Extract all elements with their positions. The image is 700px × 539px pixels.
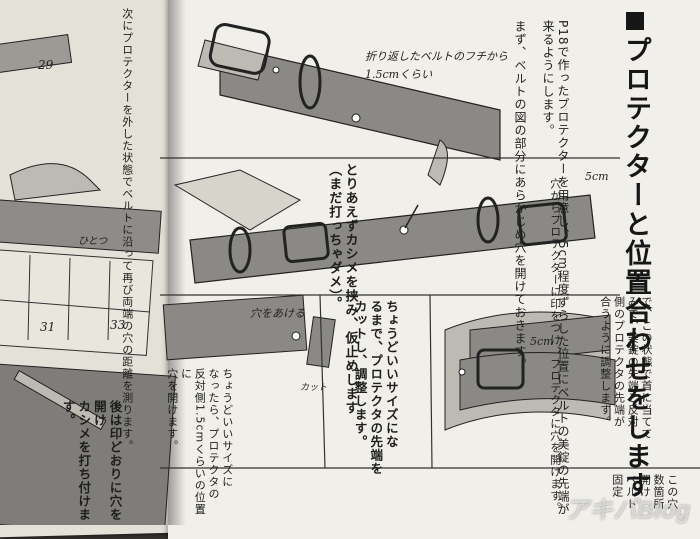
belt-stamp-label: ひとつ [78, 236, 108, 247]
ruler-number: 29 [38, 58, 54, 72]
five-cm-annotation-top: 5cm [585, 170, 609, 183]
step-text-4: 穴からプロテクターに印をつけ、プロテクタに穴を開けます。 [548, 178, 562, 514]
panel-divider [429, 294, 433, 469]
watermark-logo: アキバBlog [565, 497, 691, 524]
illustrations [0, 23, 616, 525]
step-text-1: まず、ベルトの図の部分にあらかじめ穴を開けておきます。 [513, 20, 527, 371]
step-text-7: で、この状態で首に当ててみて、美錠の先端と反対側のプロテクタの先端が合うように調… [598, 296, 653, 440]
panel-divider [319, 294, 326, 469]
left-page-bottom-text: 後は印どおりに穴を開けカシメを打ち付けます。 [60, 400, 123, 522]
left-page-belt-illustration [0, 34, 176, 525]
panel-3-protector [162, 294, 336, 368]
step-text-6: ちょうどいいサイズになるまで、プロテクタの先端をカットし、調整します。 [352, 300, 399, 476]
step-text-8: この穴数箇所開けベルト固定 [610, 474, 679, 510]
step-text-5: ちょうどいいサイズになったら、プロテクタの反対側1.5cmくらいの位置に穴を開け… [165, 368, 234, 516]
cut-annotation: カット [300, 383, 328, 393]
panel-2-belt [173, 139, 596, 284]
ruler-number: 33 [110, 318, 126, 332]
fold-annotation: 折り返したベルトのフチから [365, 50, 508, 63]
five-cm-annotation-bottom: 5cm [530, 335, 554, 348]
ruler-number: 31 [40, 320, 56, 334]
title-text: プロテクターと位置合わせをします [620, 36, 651, 500]
panel-1-belt [197, 23, 501, 161]
fold-size-annotation: 1.5cmくらい [365, 68, 433, 81]
panel-4-neck-fit [444, 311, 616, 431]
page-title: プロテクターと位置合わせをします [616, 12, 655, 500]
step-text-2: P18で作ったプロテクターを用意し、5cm程度ずらした位置にベルトの美錠の先端が… [541, 20, 570, 517]
hole-annotation: 穴をあける [250, 307, 305, 320]
step-text-3: とりあえずカシメを挟み、仮止めします（まだ打っちゃダメ）。 [326, 163, 358, 415]
title-square-icon [626, 12, 644, 30]
left-page-text: 次にプロテクターを外した状態でベルトに沿って再び両端の穴の距離を測ります。 [120, 8, 134, 452]
